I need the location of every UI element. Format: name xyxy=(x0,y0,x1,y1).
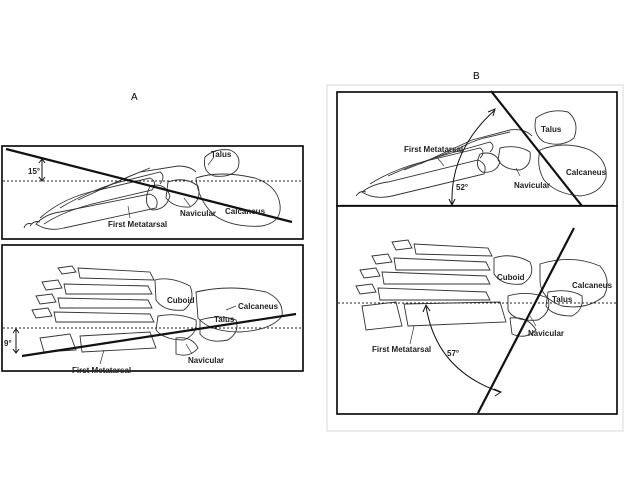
panel-b-dorsal-calcaneus-label: Calcaneus xyxy=(572,281,613,290)
panel-a-lateral-axis-line xyxy=(5,147,293,224)
panel-b-letter: B xyxy=(473,71,480,82)
panel-b-lateral-axis-line xyxy=(490,90,583,207)
panel-b-lateral-view: 52° First Metatarsal Talus Calcaneus Nav… xyxy=(336,90,618,208)
panel-a-lateral-view: 15° Talus Calcaneus Navicular First Meta… xyxy=(1,145,304,240)
panel-b-dorsal-navicular-label: Navicular xyxy=(528,329,564,338)
panel-a-lateral-talus-label: Talus xyxy=(211,150,232,159)
panel-b-lateral-talus-label: Talus xyxy=(541,125,562,134)
panel-a-lateral-angle: 15° xyxy=(28,167,40,176)
panel-b-dorsal-angle: 57° xyxy=(447,349,459,358)
panel-b: 52° First Metatarsal Talus Calcaneus Nav… xyxy=(326,84,624,432)
panel-a-dorsal-foot-skeleton xyxy=(31,265,283,356)
panel-b-dorsal-foot-skeleton xyxy=(355,239,608,337)
panel-b-dorsal-angle-arc xyxy=(425,305,501,393)
panel-b-lateral-navicular-label: Navicular xyxy=(514,181,550,190)
panel-b-lateral-first-metatarsal-label: First Metatarsal xyxy=(404,145,463,154)
panel-a-dorsal-view: 9° Cuboid Calcaneus Talus Navicular Firs… xyxy=(1,244,304,375)
panel-a-dorsal-navicular-label: Navicular xyxy=(188,356,224,365)
panel-b-dorsal-axis-line xyxy=(477,227,575,414)
panel-a-dorsal-cuboid-label: Cuboid xyxy=(167,296,195,305)
panel-b-lateral-angle: 52° xyxy=(456,183,468,192)
panel-a-lateral-navicular-label: Navicular xyxy=(180,209,216,218)
panel-b-lateral-foot-skeleton xyxy=(355,110,607,198)
panel-a-dorsal-calcaneus-label: Calcaneus xyxy=(238,302,279,311)
panel-b-lateral-calcaneus-label: Calcaneus xyxy=(566,168,607,177)
panel-a-dorsal-first-metatarsal-label: First Metatarsal xyxy=(72,366,131,375)
panel-a-dorsal-angle: 9° xyxy=(4,339,12,348)
panel-b-dorsal-first-metatarsal-label: First Metatarsal xyxy=(372,345,431,354)
panel-b-dorsal-view: 57° Cuboid Calcaneus Talus Navicular Fir… xyxy=(336,205,618,415)
panel-a-lateral-first-metatarsal-label: First Metatarsal xyxy=(108,220,167,229)
panel-a-letter: A xyxy=(131,92,138,103)
panel-a-dorsal-talus-label: Talus xyxy=(214,315,235,324)
panel-b-dorsal-cuboid-label: Cuboid xyxy=(497,273,525,282)
panel-a-lateral-foot-skeleton xyxy=(23,149,281,230)
panel-b-dorsal-talus-label: Talus xyxy=(552,295,573,304)
panel-a-dorsal-axis-line xyxy=(21,312,297,358)
panel-a-lateral-calcaneus-label: Calcaneus xyxy=(225,207,266,216)
panel-b-lateral-angle-arc xyxy=(451,109,496,205)
panel-a: 15° Talus Calcaneus Navicular First Meta… xyxy=(1,145,304,375)
panel-b-dorsal-frame xyxy=(336,205,618,415)
